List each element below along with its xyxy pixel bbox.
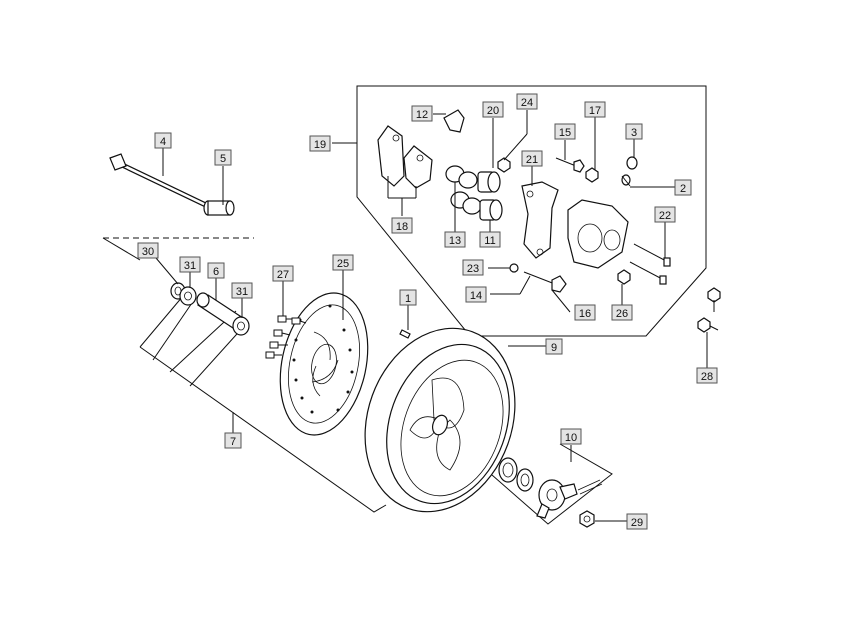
label-30: 30 xyxy=(137,242,159,259)
label-31-left: 31 xyxy=(179,256,201,273)
svg-text:31: 31 xyxy=(236,286,248,298)
nut-26 xyxy=(617,269,631,285)
svg-text:26: 26 xyxy=(616,308,628,320)
axle-dash-outline xyxy=(102,237,141,261)
caliper-body xyxy=(567,199,629,269)
caliper-mount-bolts xyxy=(697,287,721,333)
svg-text:23: 23 xyxy=(467,263,479,275)
bleed-screw-24 xyxy=(497,157,511,173)
seal-ring xyxy=(516,468,534,492)
svg-text:14: 14 xyxy=(470,290,482,302)
label-3: 3 xyxy=(625,123,643,140)
oil-seal xyxy=(498,457,518,483)
wheel-group-outline xyxy=(139,346,387,513)
svg-text:31: 31 xyxy=(184,260,196,272)
svg-text:29: 29 xyxy=(631,517,643,529)
disc-bolts xyxy=(265,315,307,359)
label-29: 29 xyxy=(626,513,648,530)
label-15: 15 xyxy=(554,123,576,140)
caliper-group-outline xyxy=(356,85,707,337)
label-21: 21 xyxy=(521,150,543,167)
svg-text:10: 10 xyxy=(565,432,577,444)
label-14: 14 xyxy=(465,286,487,303)
label-19: 19 xyxy=(309,135,331,152)
svg-text:12: 12 xyxy=(416,109,428,121)
valve xyxy=(399,329,411,339)
label-22: 22 xyxy=(654,206,676,223)
svg-text:11: 11 xyxy=(484,235,495,247)
bearing-31-left xyxy=(179,286,197,306)
bolt-14-16 xyxy=(523,271,567,293)
label-7: 7 xyxy=(224,432,242,449)
svg-text:25: 25 xyxy=(337,258,349,270)
bolt-15 xyxy=(555,157,585,173)
label-12: 12 xyxy=(411,105,433,122)
svg-text:27: 27 xyxy=(277,269,289,281)
svg-text:28: 28 xyxy=(701,371,713,383)
label-4: 4 xyxy=(154,132,172,149)
svg-text:13: 13 xyxy=(449,235,461,247)
wheel xyxy=(364,327,516,513)
washer-23 xyxy=(509,263,519,273)
axle xyxy=(109,153,214,211)
svg-text:7: 7 xyxy=(230,436,236,448)
leader-lines xyxy=(155,110,708,522)
label-28: 28 xyxy=(696,367,718,384)
svg-text:17: 17 xyxy=(589,105,601,117)
spacer xyxy=(203,200,235,216)
brake-pads xyxy=(377,125,433,189)
hub-group-outline xyxy=(491,443,613,525)
svg-text:16: 16 xyxy=(579,308,591,320)
svg-text:30: 30 xyxy=(142,246,154,258)
svg-text:9: 9 xyxy=(551,342,557,354)
label-11: 11 xyxy=(479,231,501,248)
svg-text:19: 19 xyxy=(314,139,326,151)
label-9: 9 xyxy=(545,338,563,355)
label-27: 27 xyxy=(272,265,294,282)
label-13: 13 xyxy=(444,231,466,248)
svg-text:24: 24 xyxy=(521,97,533,109)
svg-text:4: 4 xyxy=(160,136,166,148)
pins-22 xyxy=(629,243,671,285)
label-20: 20 xyxy=(482,101,504,118)
svg-text:22: 22 xyxy=(659,210,671,222)
svg-text:21: 21 xyxy=(526,154,538,166)
brake-disc xyxy=(279,292,369,436)
bleeder-2 xyxy=(621,174,631,187)
pistons xyxy=(477,171,503,221)
label-1: 1 xyxy=(399,289,417,306)
svg-text:2: 2 xyxy=(680,183,686,195)
svg-text:1: 1 xyxy=(405,293,411,305)
label-5: 5 xyxy=(214,149,232,166)
svg-text:20: 20 xyxy=(487,105,499,117)
svg-text:15: 15 xyxy=(559,127,571,139)
piston-seals xyxy=(445,165,482,215)
label-26: 26 xyxy=(611,304,633,321)
label-2: 2 xyxy=(674,179,692,196)
label-23: 23 xyxy=(462,259,484,276)
svg-text:5: 5 xyxy=(220,153,226,165)
label-10: 10 xyxy=(560,428,582,445)
label-16: 16 xyxy=(574,304,596,321)
bearing-31-right xyxy=(232,316,250,336)
svg-text:18: 18 xyxy=(396,221,408,233)
svg-text:6: 6 xyxy=(213,266,219,278)
caliper-bracket xyxy=(521,181,559,259)
label-31-right: 31 xyxy=(231,282,253,299)
label-6: 6 xyxy=(207,262,225,279)
speedometer-gear-box xyxy=(536,479,603,519)
axle-nut xyxy=(579,510,595,528)
label-25: 25 xyxy=(332,254,354,271)
label-17: 17 xyxy=(584,101,606,118)
pad-spring xyxy=(443,109,465,133)
svg-text:3: 3 xyxy=(631,127,637,139)
banjo-bolt-3 xyxy=(626,156,638,170)
label-24: 24 xyxy=(516,93,538,110)
washer-17 xyxy=(585,167,599,183)
label-18: 18 xyxy=(391,217,413,234)
